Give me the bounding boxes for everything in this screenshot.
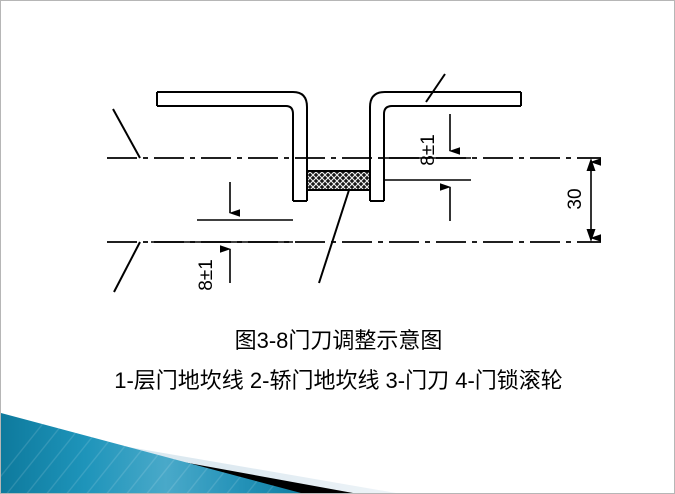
dimension-label-overall-height: 30	[565, 188, 586, 210]
dimension-label-gap-top: 8±1	[418, 134, 439, 166]
dimension-label-gap-bottom: 8±1	[196, 259, 217, 291]
callout-2-leader	[113, 241, 141, 293]
left-bracket	[156, 91, 308, 202]
callout-3-leader	[318, 189, 350, 284]
corner-ribbon	[1, 413, 396, 493]
door-knife-block	[306, 170, 371, 191]
right-bracket	[369, 91, 522, 202]
dimension-gap-bottom	[151, 182, 293, 283]
callout-1-leader	[112, 108, 141, 159]
callout-leaders	[112, 73, 446, 293]
centerlines	[107, 157, 601, 243]
dimension-overall-height	[586, 158, 601, 242]
callout-4-leader	[425, 73, 446, 103]
dimension-gap-top	[384, 114, 471, 221]
